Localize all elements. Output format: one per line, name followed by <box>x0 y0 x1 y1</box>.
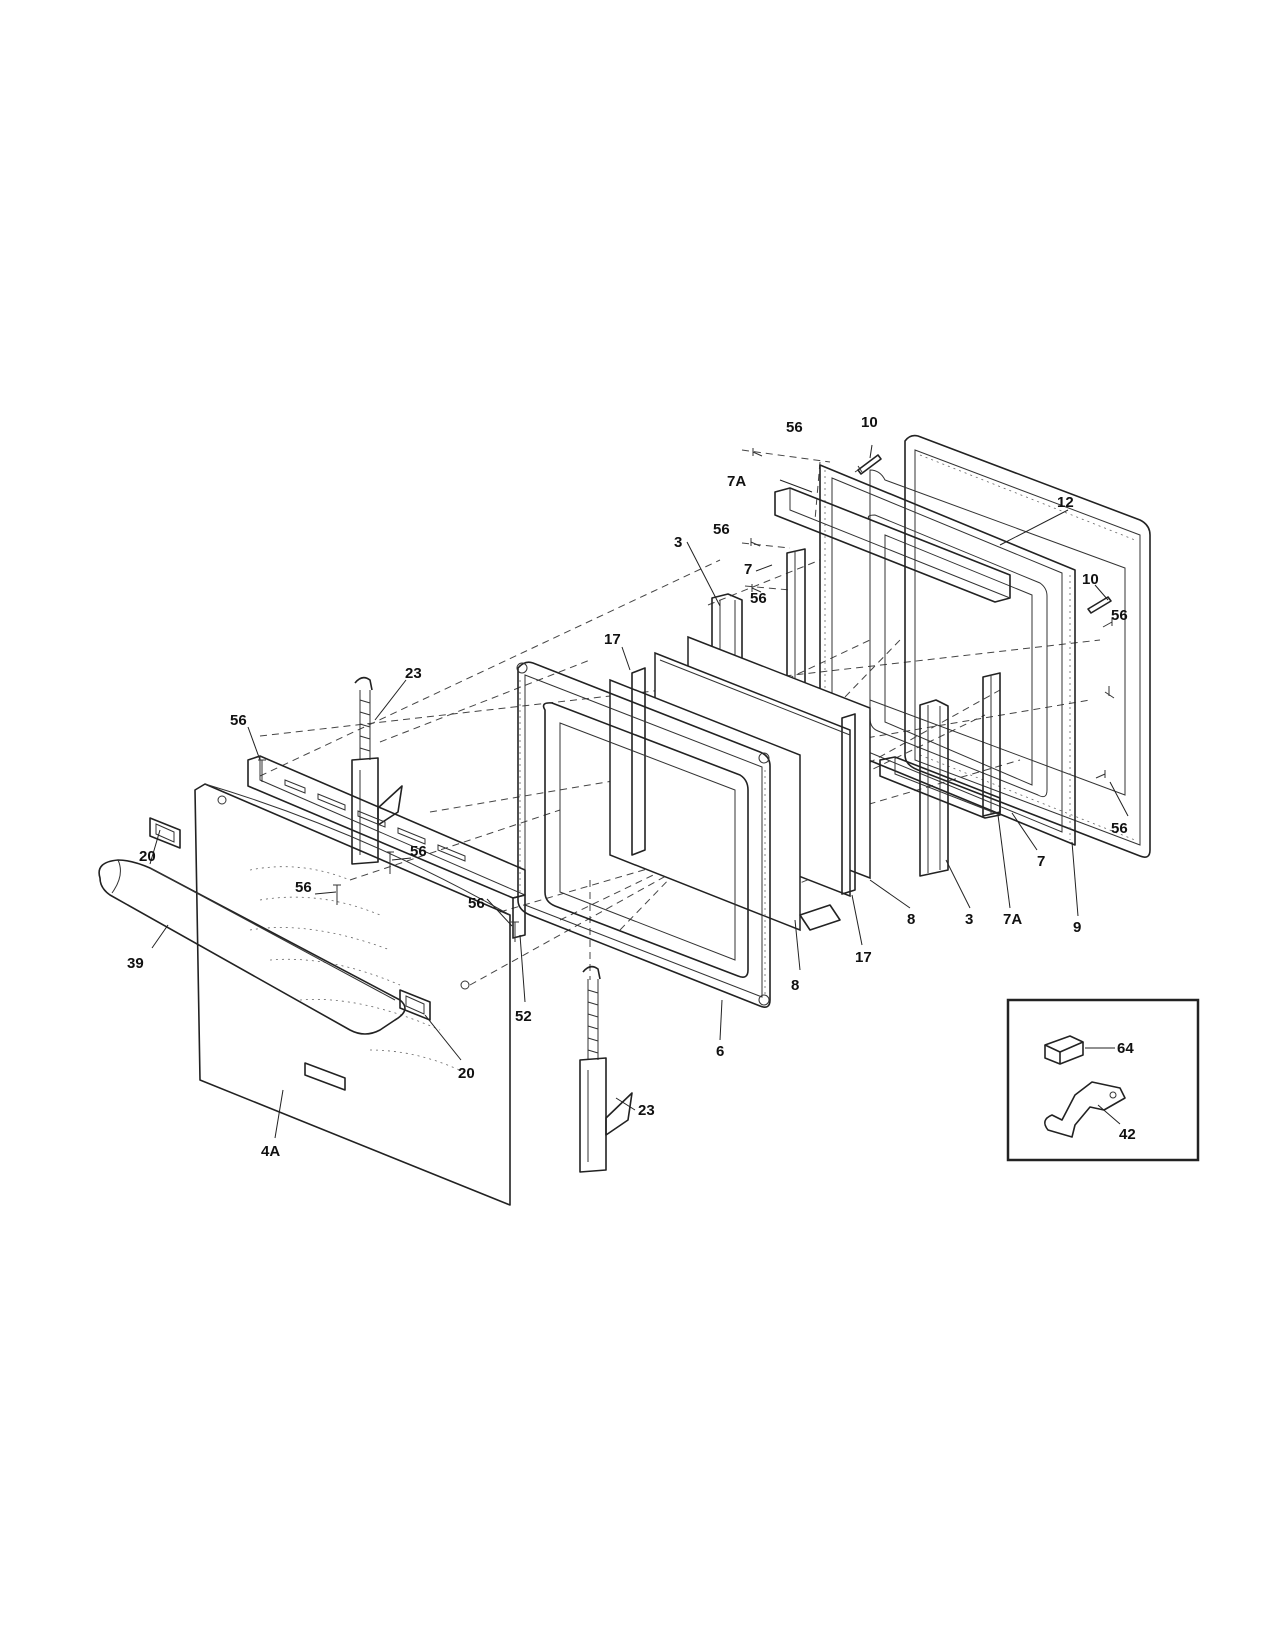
callout-64: 64 <box>1117 1040 1134 1057</box>
callout-56: 56 <box>1111 820 1128 837</box>
callout-56: 56 <box>786 419 803 436</box>
screws <box>258 448 1115 942</box>
callout-7a: 7A <box>727 473 746 490</box>
callout-6: 6 <box>716 1043 724 1060</box>
callout-9: 9 <box>1073 919 1081 936</box>
callout-39: 39 <box>127 955 144 972</box>
insulation-strips <box>774 487 1011 819</box>
glass-panes <box>609 635 871 932</box>
callout-42: 42 <box>1119 1126 1136 1143</box>
callout-56: 56 <box>410 843 427 860</box>
door-handle <box>98 859 406 1035</box>
callout-56: 56 <box>295 879 312 896</box>
callout-8: 8 <box>791 977 799 994</box>
callout-17: 17 <box>855 949 872 966</box>
callout-labels: 56 10 7A 12 56 3 7 10 56 56 17 23 56 56 … <box>127 414 1136 1160</box>
bolts <box>854 454 1112 614</box>
callout-17: 17 <box>604 631 621 648</box>
outer-door-panel <box>194 783 511 1206</box>
callout-56: 56 <box>230 712 247 729</box>
callout-4a: 4A <box>261 1143 280 1160</box>
callout-10: 10 <box>861 414 878 431</box>
callout-56: 56 <box>1111 607 1128 624</box>
callout-3: 3 <box>674 534 682 551</box>
callout-7a: 7A <box>1003 911 1022 928</box>
callout-20: 20 <box>139 848 156 865</box>
callout-23: 23 <box>638 1102 655 1119</box>
inner-door-frame <box>819 464 1076 846</box>
door-frame <box>516 661 771 1008</box>
handle-end-cap-left <box>149 817 181 849</box>
handle-end-cap-right <box>399 989 431 1021</box>
vent-trim <box>247 755 526 939</box>
callout-7: 7 <box>744 561 752 578</box>
callout-7: 7 <box>1037 853 1045 870</box>
inset-box <box>1006 998 1200 1162</box>
callout-3: 3 <box>965 911 973 928</box>
callout-52: 52 <box>515 1008 532 1025</box>
leader-lines <box>149 444 1129 1139</box>
callout-8: 8 <box>907 911 915 928</box>
callout-56: 56 <box>468 895 485 912</box>
rear-liner-panel <box>869 434 1151 858</box>
callout-56: 56 <box>713 521 730 538</box>
callout-20: 20 <box>458 1065 475 1082</box>
callout-12: 12 <box>1057 494 1074 511</box>
hinge-upper <box>351 676 403 865</box>
callout-10: 10 <box>1082 571 1099 588</box>
hinge-lower <box>579 965 633 1173</box>
callout-56: 56 <box>750 590 767 607</box>
callout-23: 23 <box>405 665 422 682</box>
